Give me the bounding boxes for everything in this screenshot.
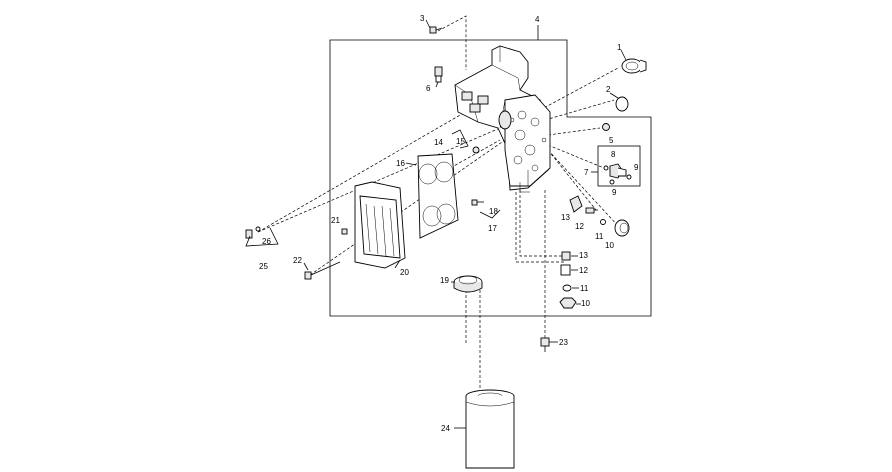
part-fitting-8-9 bbox=[603, 163, 632, 185]
label-11a: 11 bbox=[595, 232, 604, 241]
label-13b: 13 bbox=[579, 251, 588, 260]
detail-box-7 bbox=[597, 145, 641, 187]
part-screw-5 bbox=[602, 123, 610, 131]
label-12b: 12 bbox=[579, 266, 588, 275]
label-20: 20 bbox=[400, 268, 409, 277]
label-23: 23 bbox=[559, 338, 568, 347]
assembly-frame bbox=[329, 39, 652, 317]
part-adapter-19 bbox=[453, 275, 483, 293]
label-25: 25 bbox=[259, 262, 268, 271]
label-2: 2 bbox=[606, 85, 611, 94]
part-gasket-16 bbox=[417, 153, 459, 239]
label-8: 8 bbox=[611, 150, 616, 159]
part-screw-18 bbox=[471, 199, 484, 206]
label-24: 24 bbox=[441, 424, 450, 433]
part-plug-1 bbox=[621, 58, 647, 74]
label-21: 21 bbox=[331, 216, 340, 225]
label-10b: 10 bbox=[581, 299, 590, 308]
label-3: 3 bbox=[420, 14, 425, 23]
label-12a: 12 bbox=[575, 222, 584, 231]
part-fitting-6 bbox=[434, 66, 443, 83]
label-5: 5 bbox=[609, 136, 614, 145]
part-bolt-3 bbox=[429, 26, 443, 34]
label-9a: 9 bbox=[634, 163, 639, 172]
label-6: 6 bbox=[426, 84, 431, 93]
part-screw-15 bbox=[472, 146, 480, 154]
part-filter-24 bbox=[465, 389, 515, 469]
part-stack-centre bbox=[559, 251, 577, 309]
part-screw-26 bbox=[245, 226, 261, 239]
part-oring-2 bbox=[615, 96, 629, 112]
label-13a: 13 bbox=[561, 213, 570, 222]
label-9b: 9 bbox=[612, 188, 617, 197]
label-11b: 11 bbox=[580, 284, 589, 293]
label-16: 16 bbox=[396, 159, 405, 168]
label-19: 19 bbox=[440, 276, 449, 285]
part-cooler-20 bbox=[354, 181, 406, 269]
part-sensor-23 bbox=[540, 337, 550, 352]
label-22: 22 bbox=[293, 256, 302, 265]
part-set-right bbox=[569, 195, 630, 237]
label-1: 1 bbox=[617, 43, 622, 52]
callout-labels: 3 4 1 2 6 5 8 7 9 9 13 12 11 10 14 15 16… bbox=[259, 14, 639, 433]
label-15: 15 bbox=[456, 137, 465, 146]
label-7: 7 bbox=[584, 168, 589, 177]
label-14: 14 bbox=[434, 138, 443, 147]
label-4: 4 bbox=[535, 15, 540, 24]
part-screw-21 bbox=[341, 228, 348, 235]
part-bolt-22 bbox=[304, 261, 341, 280]
dashed-leaders bbox=[257, 15, 621, 390]
label-18: 18 bbox=[489, 207, 498, 216]
label-26: 26 bbox=[262, 237, 271, 246]
label-17: 17 bbox=[488, 224, 497, 233]
valve-housing bbox=[454, 45, 551, 193]
label-10a: 10 bbox=[605, 241, 614, 250]
